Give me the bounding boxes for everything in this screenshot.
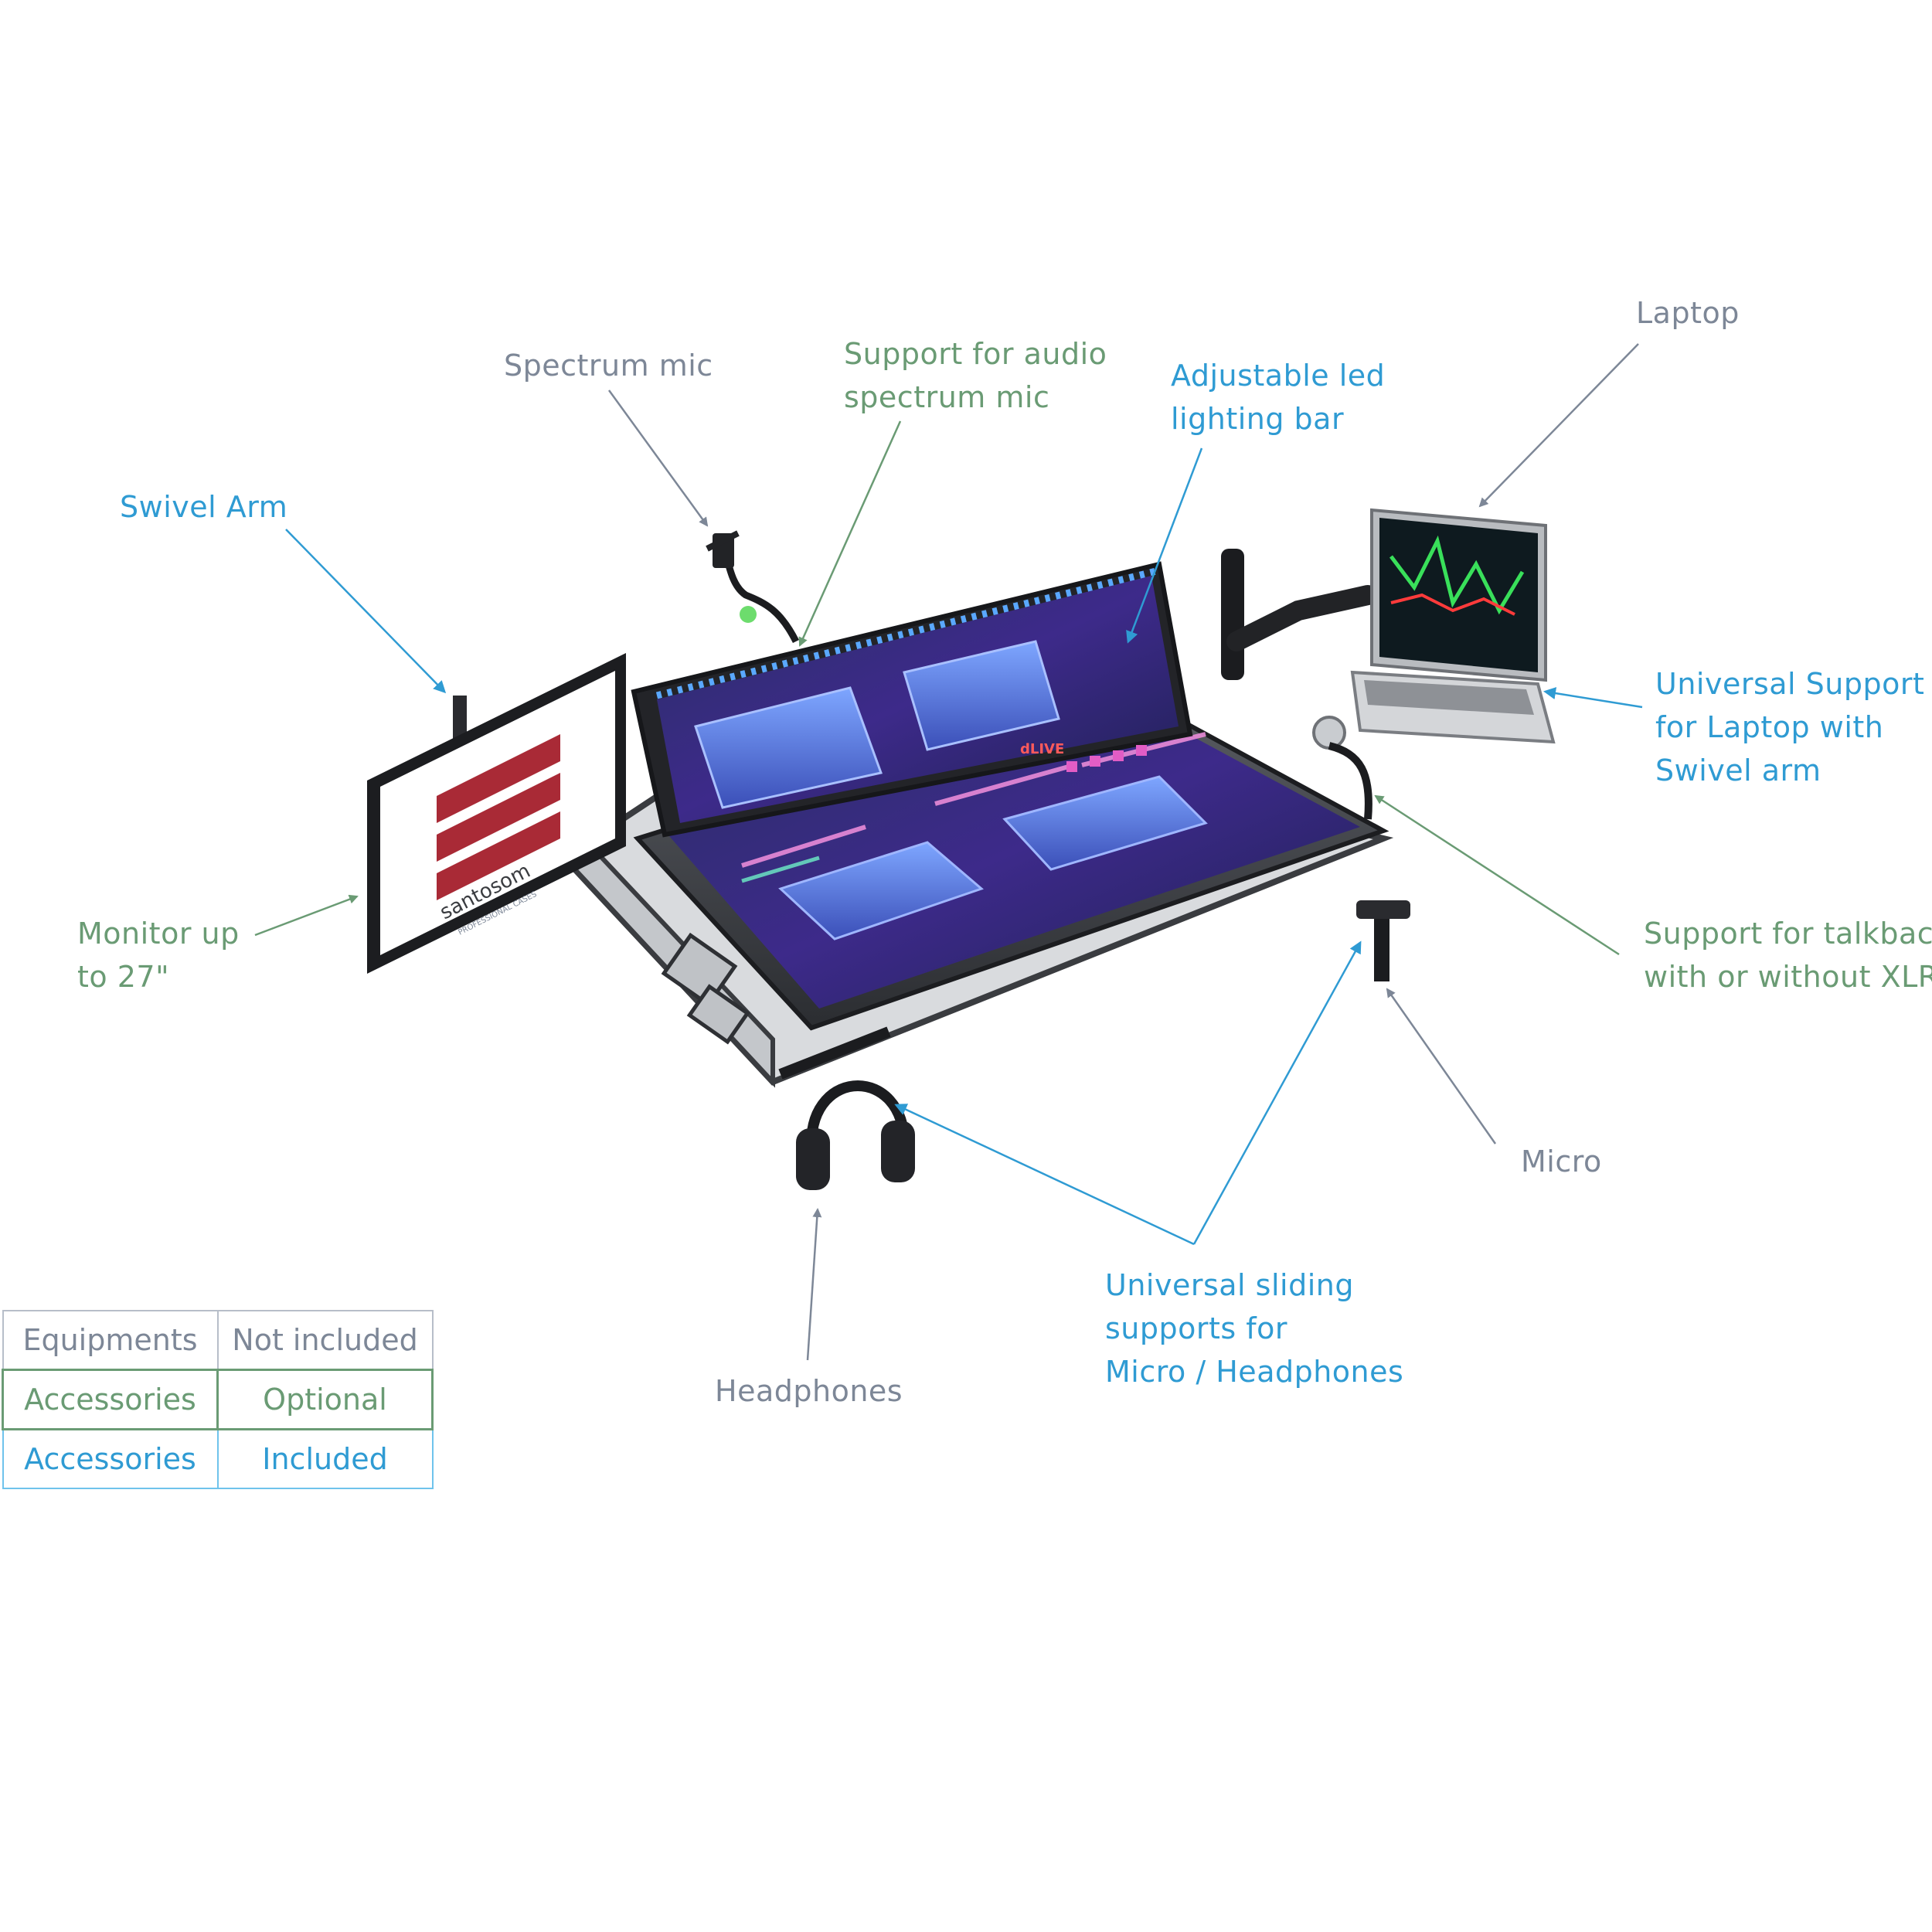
legend-row-included: Accessories Included <box>2 1428 434 1489</box>
label-talkback-support: Support for talkback with or without XLR <box>1644 917 1932 994</box>
headphones <box>778 1026 915 1190</box>
label-support-audio-mic: Support for audio spectrum mic <box>844 337 1107 414</box>
legend-table: Equipments Not included Accessories Opti… <box>2 1310 434 1489</box>
label-sliding-supports: Universal sliding supports for Micro / H… <box>1105 1268 1404 1389</box>
label-headphones: Headphones <box>715 1374 903 1408</box>
mixing-console: dLIVE <box>631 561 1389 1031</box>
legend-cell: Accessories <box>2 1369 219 1430</box>
legend-row-not-included: Equipments Not included <box>2 1310 434 1371</box>
leader-lines <box>254 343 1643 1361</box>
label-micro: Micro <box>1521 1145 1602 1179</box>
label-led-bar: Adjustable led lighting bar <box>1171 359 1386 436</box>
label-swivel-arm: Swivel Arm <box>120 490 288 524</box>
legend-cell: Not included <box>216 1310 434 1371</box>
spectrum-mic <box>706 530 800 644</box>
swivel-arm-post <box>453 696 467 742</box>
talkback-mic <box>1312 716 1372 820</box>
label-laptop: Laptop <box>1636 296 1740 330</box>
santosom-logo <box>437 734 560 900</box>
legend-row-optional: Accessories Optional <box>2 1369 434 1430</box>
label-monitor: Monitor up to 27" <box>77 917 240 994</box>
legend-cell: Equipments <box>2 1310 219 1371</box>
laptop <box>1221 508 1556 744</box>
console-brand: dLIVE <box>1020 741 1064 757</box>
micro-support <box>1356 900 1410 981</box>
label-spectrum-mic: Spectrum mic <box>504 349 713 383</box>
label-laptop-support: Universal Support for Laptop with Swivel… <box>1655 667 1925 787</box>
monitor: santosom PROFESSIONAL CASES <box>367 653 626 974</box>
legend-cell: Included <box>216 1428 434 1489</box>
legend-cell: Accessories <box>2 1428 219 1489</box>
legend-cell: Optional <box>216 1369 434 1430</box>
